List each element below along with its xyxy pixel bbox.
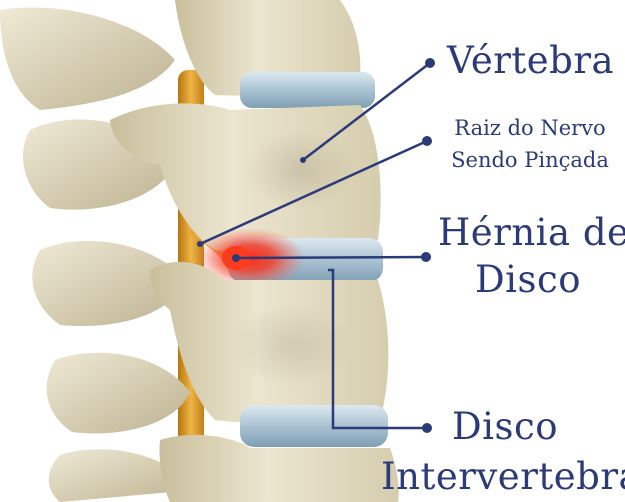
label-nerve-root-line2: Sendo Pinçada	[437, 150, 623, 171]
label-herniated-disc-line1: Hérnia de	[438, 214, 618, 251]
label-nerve-root: Raiz do Nervo Sendo Pinçada	[437, 118, 623, 171]
upper-disc	[240, 72, 375, 108]
herniated-disc-leader	[236, 257, 426, 258]
spinous-processes	[0, 7, 195, 502]
label-intervertebral-disc-line2: Intervertebral	[381, 458, 625, 495]
label-nerve-root-line1: Raiz do Nervo	[437, 118, 623, 139]
label-herniated-disc: Hérnia de Disco	[438, 214, 618, 298]
label-intervertebral-disc-line1: Disco	[452, 408, 558, 445]
label-herniated-disc-line2: Disco	[438, 261, 618, 298]
intervertebral-disc	[240, 405, 388, 447]
label-vertebra: Vértebra	[447, 42, 614, 79]
